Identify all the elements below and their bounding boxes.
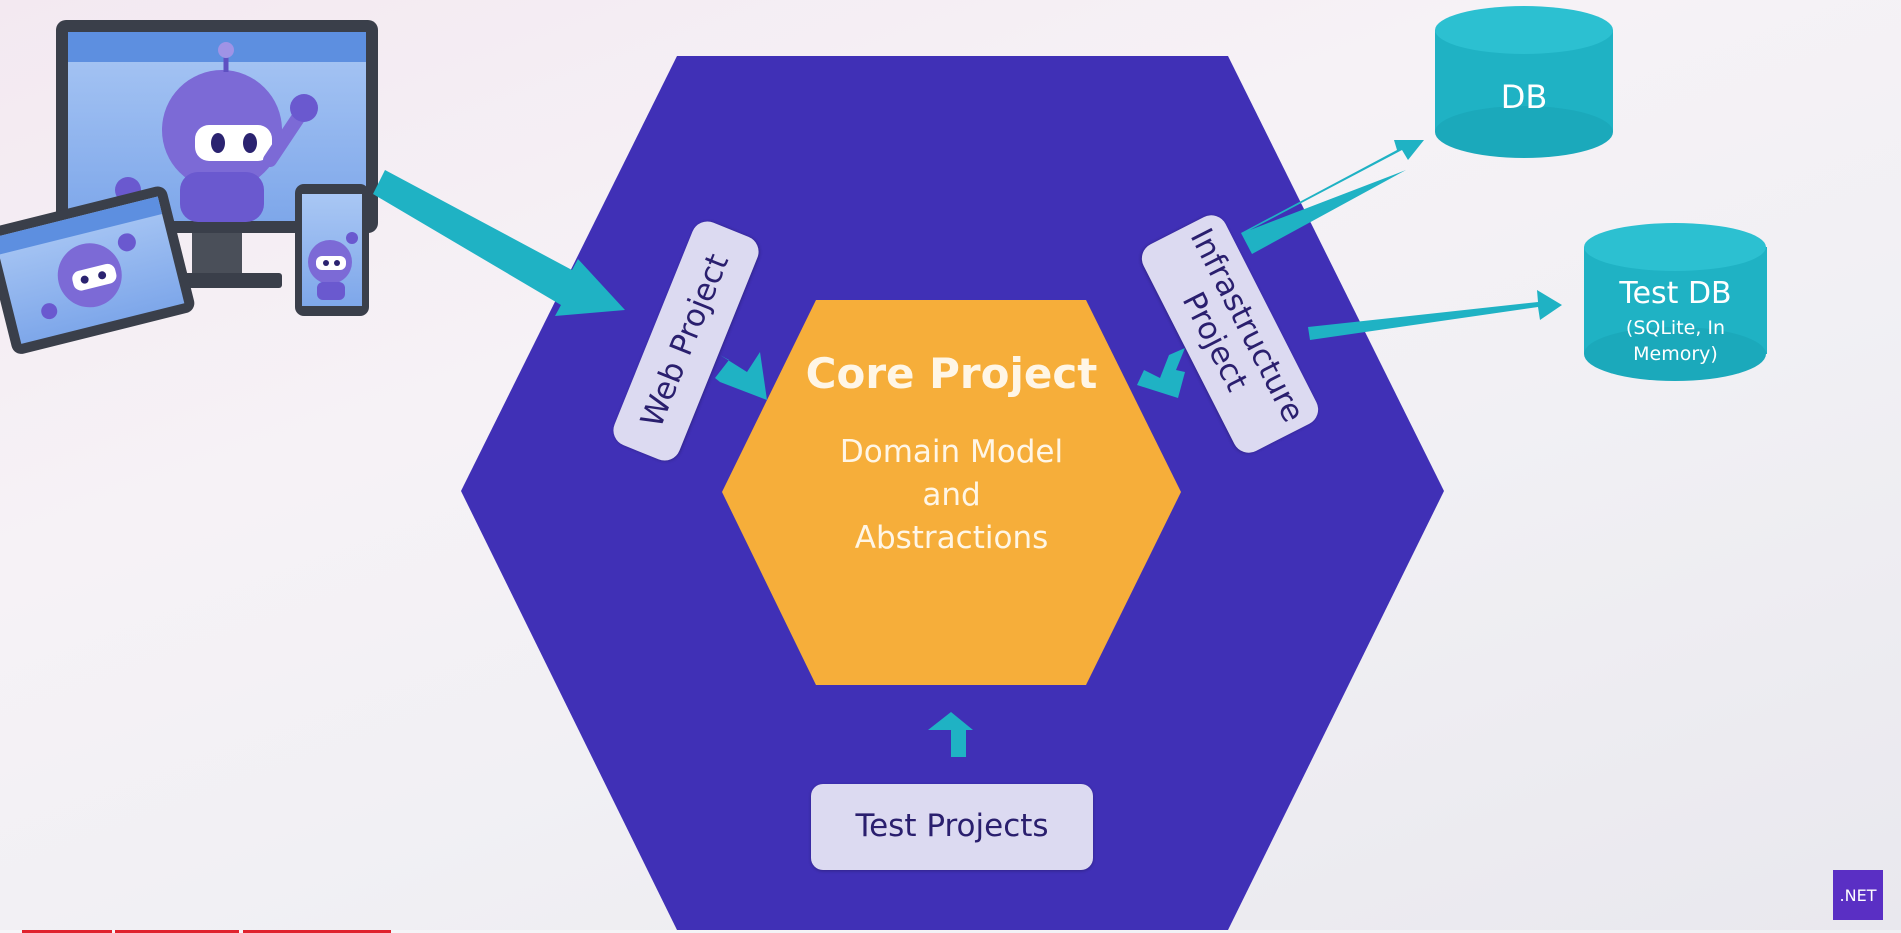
progress-segment — [22, 930, 112, 933]
dotnet-badge-label: .NET — [1839, 885, 1877, 905]
devices-illustration — [0, 20, 378, 354]
db-cylinder-icon — [1435, 6, 1613, 158]
test-projects-label: Test Projects — [855, 808, 1049, 845]
test-db-detail: (SQLite, In Memory) — [1584, 314, 1767, 368]
arrow-infra-to-testdb — [1308, 290, 1562, 340]
test-db-detail-line: Memory) — [1633, 343, 1718, 365]
core-hexagon — [722, 300, 1181, 685]
arrows — [373, 140, 1562, 757]
monitor-icon — [56, 20, 378, 288]
progress-segment — [243, 930, 391, 933]
core-project-subtitle: Domain Model and Abstractions — [722, 429, 1181, 561]
dotnet-badge: .NET — [1833, 870, 1883, 920]
test-db-cylinder-icon — [1584, 223, 1767, 381]
test-db-label: Test DB — [1619, 275, 1732, 311]
phone-icon — [295, 184, 369, 316]
progress-segment — [115, 930, 239, 933]
arrow-infra-to-core — [1137, 348, 1185, 398]
core-project-title: Core Project — [805, 348, 1098, 398]
test-db-detail-line: (SQLite, In — [1625, 317, 1726, 339]
arrow-tests-to-core — [928, 712, 973, 757]
test-projects-pill: Test Projects — [811, 784, 1093, 870]
core-subtitle-line: Abstractions — [854, 519, 1049, 556]
core-subtitle-line: Domain Model — [839, 433, 1064, 470]
video-progress-bar[interactable] — [0, 930, 1901, 933]
arrow-devices-to-web — [373, 170, 625, 316]
arrow-web-to-core — [715, 352, 767, 400]
tablet-icon — [0, 186, 195, 354]
arrow-infra-to-db — [1241, 140, 1424, 254]
core-subtitle-line: and — [922, 476, 981, 513]
db-label: DB — [1500, 78, 1548, 116]
